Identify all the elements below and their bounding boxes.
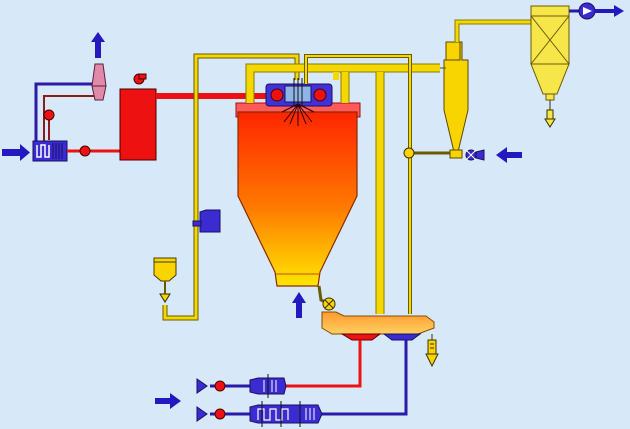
fan-icon[interactable] [214,380,226,392]
fluid-bed-inlet-hot [340,333,382,341]
fluid-bed-inlet-cold [382,333,422,341]
heat-exchanger-icon[interactable] [32,140,68,162]
drying-chamber [235,78,361,318]
valve-icon[interactable] [79,145,91,157]
exhaust-stack [91,63,107,101]
product-discharge-arrow-icon [425,339,439,368]
bag-filter[interactable] [530,5,570,128]
rotary-valve-icon[interactable] [322,297,336,311]
cyclone-outlet-duct [454,19,532,42]
fluid-bed-air-supply [155,340,408,427]
feed-tank[interactable] [153,257,177,282]
hot-air-duct [156,93,276,99]
valve-icon[interactable] [43,109,55,121]
inlet-air-arrow-icon [2,144,30,161]
flow-arrow-icon [155,393,181,409]
cyclone[interactable] [440,41,522,163]
heat-exchanger-icon[interactable] [249,401,323,427]
fan-icon[interactable] [578,2,596,20]
flow-arrow-icon [496,147,522,163]
heat-exchanger-icon[interactable] [249,374,287,398]
exhaust-arrow-icon [91,32,105,58]
chamber-body [237,111,358,287]
filter-icon[interactable] [196,406,208,422]
fan-icon[interactable] [214,408,226,420]
air-inlet-system [2,32,276,162]
product-discharge-arrow-icon [544,109,556,128]
return-line [43,95,98,143]
rotary-atomizer[interactable] [265,78,333,126]
flow-arrow-icon [292,292,306,318]
filter-icon[interactable] [196,378,208,394]
feed-system [153,53,300,321]
fan-icon[interactable] [133,73,147,85]
rotary-valve-icon[interactable] [465,149,477,161]
feed-pump[interactable] [192,209,221,233]
fluid-bed[interactable] [321,311,435,335]
fines-return-ducts [245,54,452,368]
air-heater[interactable] [119,88,157,161]
valve-icon[interactable] [403,147,415,159]
exhaust-arrow-icon [595,5,624,17]
pump-icon[interactable] [159,293,171,303]
